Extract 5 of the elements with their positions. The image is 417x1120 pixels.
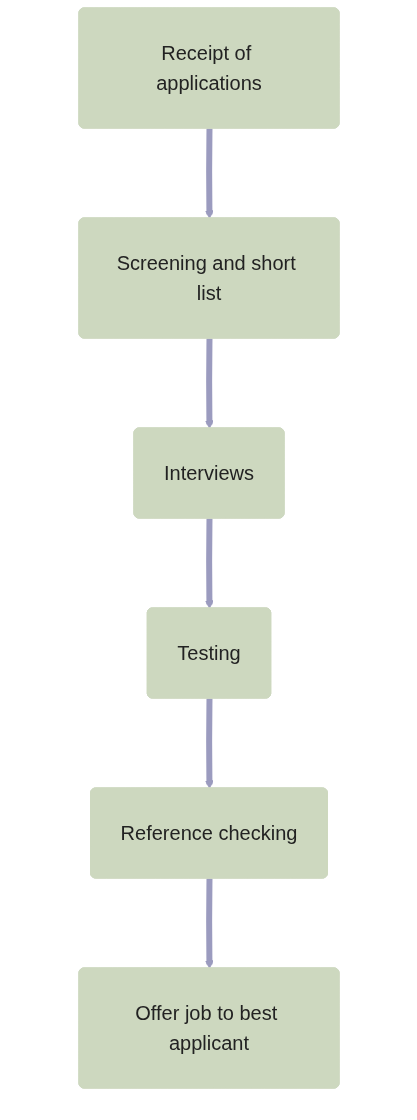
arrow: [204, 338, 214, 429]
arrow: [204, 698, 214, 789]
arrow: [204, 878, 214, 969]
arrow: [204, 518, 214, 609]
arrow: [204, 128, 214, 219]
